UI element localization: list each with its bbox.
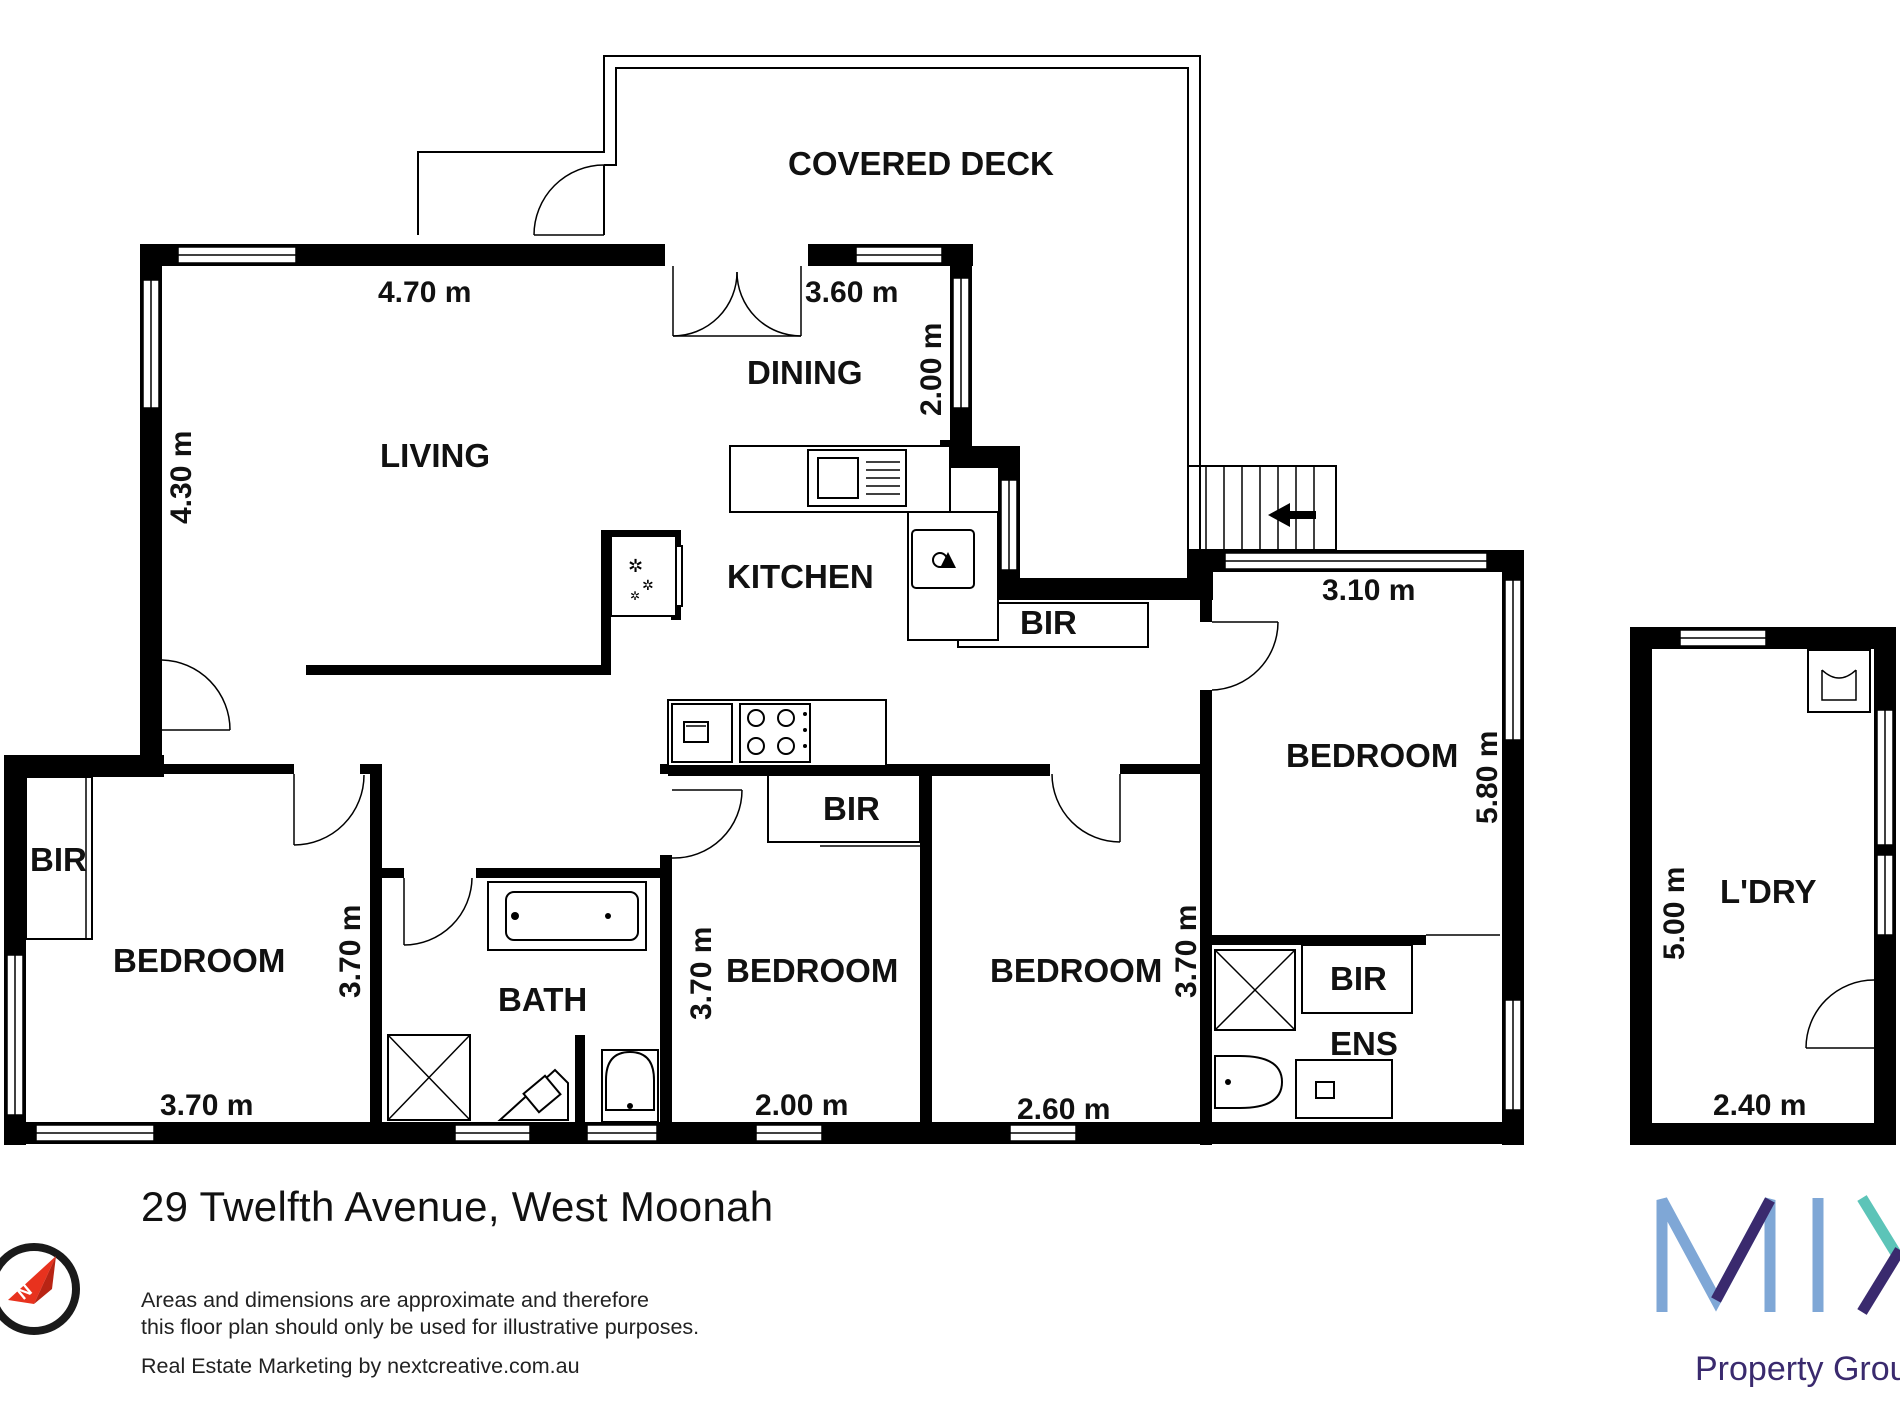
marketing-credit: Real Estate Marketing by nextcreative.co…: [141, 1354, 580, 1378]
disclaimer-line-1: Areas and dimensions are approximate and…: [141, 1288, 649, 1312]
brand-subtitle: Property Group: [1695, 1350, 1900, 1388]
label-bedroom-mid2: BEDROOM: [990, 952, 1162, 989]
dim-laundry-width: 2.40 m: [1713, 1089, 1806, 1122]
label-bedroom-mid: BEDROOM: [726, 952, 898, 989]
oven-icon: [671, 703, 733, 763]
toilet-icon: [601, 1049, 659, 1123]
bathtub-icon: [487, 881, 647, 951]
label-covered-deck: COVERED DECK: [788, 145, 1054, 182]
label-dining: DINING: [747, 354, 863, 391]
covered-deck-outline: [417, 55, 1201, 580]
dim-living-width: 4.70 m: [378, 276, 471, 309]
dim-bed-right-depth: 5.80 m: [1471, 731, 1504, 824]
label-bir-left: BIR: [30, 841, 87, 878]
dim-bed-mid2-width: 2.60 m: [1017, 1093, 1110, 1126]
bath-fixtures: [387, 881, 659, 1123]
doors: [161, 266, 1500, 946]
laundry-tub-icon: [1807, 649, 1871, 713]
label-kitchen: KITCHEN: [727, 558, 874, 595]
dimension-labels: 4.70 m 4.30 m 3.60 m 2.00 m 3.10 m 5.80 …: [160, 276, 1806, 1126]
windows: [6, 246, 1522, 1142]
dim-bed-mid2-depth: 3.70 m: [1170, 905, 1203, 998]
label-laundry: L'DRY: [1720, 873, 1816, 910]
label-ens: ENS: [1330, 1025, 1398, 1062]
mix-logo: [1656, 1195, 1900, 1315]
dim-bed-mid-depth: 3.70 m: [685, 927, 718, 1020]
dishwasher-icon: [911, 529, 975, 589]
label-bedroom-left: BEDROOM: [113, 942, 285, 979]
arrow-left-icon: [1268, 503, 1316, 527]
dim-bed-mid-width: 2.00 m: [755, 1089, 848, 1122]
label-bir-ens: BIR: [1330, 960, 1387, 997]
dim-dining-width: 3.60 m: [805, 276, 898, 309]
kitchen-fixtures: ✲ ✲ ✲: [610, 445, 1050, 776]
label-bir-kitchen: BIR: [1020, 604, 1077, 641]
shower-icon: [1214, 949, 1296, 1031]
sink-icon: [807, 449, 907, 507]
cooktop-icon: [739, 703, 811, 763]
internal-walls: [25, 602, 1426, 1135]
property-address: 29 Twelfth Avenue, West Moonah: [141, 1183, 774, 1230]
fridge-icon: ✲ ✲ ✲: [610, 535, 683, 617]
laundry-block: [1630, 627, 1896, 1145]
shower-icon: [387, 1034, 471, 1121]
svg-text:✲: ✲: [630, 589, 640, 603]
label-bir-mid: BIR: [823, 790, 880, 827]
dim-dining-depth: 2.00 m: [915, 323, 948, 416]
label-bath: BATH: [498, 981, 587, 1018]
dim-bed-right-width: 3.10 m: [1322, 574, 1415, 607]
label-living: LIVING: [380, 437, 490, 474]
disclaimer-line-2: this floor plan should only be used for …: [141, 1315, 700, 1339]
toilet-icon: [1214, 1055, 1284, 1109]
label-bedroom-right: BEDROOM: [1286, 737, 1458, 774]
dim-bed-left-width: 3.70 m: [160, 1089, 253, 1122]
north-arrow-icon: N: [0, 1243, 80, 1335]
basin-icon: [1295, 1059, 1393, 1119]
stairs: [1187, 465, 1337, 551]
dim-living-depth: 4.30 m: [165, 431, 198, 524]
svg-text:✲: ✲: [642, 577, 654, 593]
dim-laundry-depth: 5.00 m: [1658, 867, 1691, 960]
room-labels: COVERED DECK LIVING DINING KITCHEN BIR B…: [30, 145, 1816, 1062]
dim-bed-left-depth: 3.70 m: [334, 905, 367, 998]
svg-text:✲: ✲: [628, 556, 643, 576]
disclaimer: Areas and dimensions are approximate and…: [141, 1287, 699, 1341]
vanity-icon: [497, 1068, 569, 1121]
ensuite-fixtures: [1214, 949, 1393, 1119]
